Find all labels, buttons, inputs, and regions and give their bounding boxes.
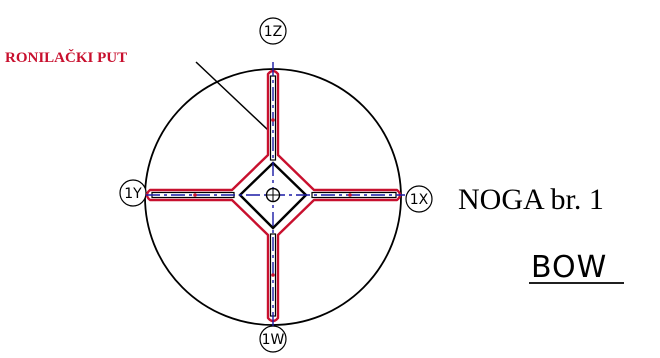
route-label: RONILAČKI PUT [5,49,127,66]
bow-subtitle: BOW [531,250,607,285]
inner-diamond [238,161,308,230]
route-markers [193,118,352,277]
leg-title: NOGA br. 1 [458,183,604,216]
route-leader-line [195,61,269,131]
axis-label-right: 1X [410,192,429,208]
axis-marker-left: 1Y [119,179,147,207]
axis-label-left: 1Y [124,186,142,202]
axis-marker-top: 1Z [259,17,287,45]
axis-marker-bottom: 1W [259,325,287,353]
axis-label-top: 1Z [264,24,283,40]
route-outer-path [145,69,402,323]
axis-marker-right: 1X [405,185,433,213]
center-symbol [265,187,281,203]
axis-label-bottom: 1W [262,332,285,348]
